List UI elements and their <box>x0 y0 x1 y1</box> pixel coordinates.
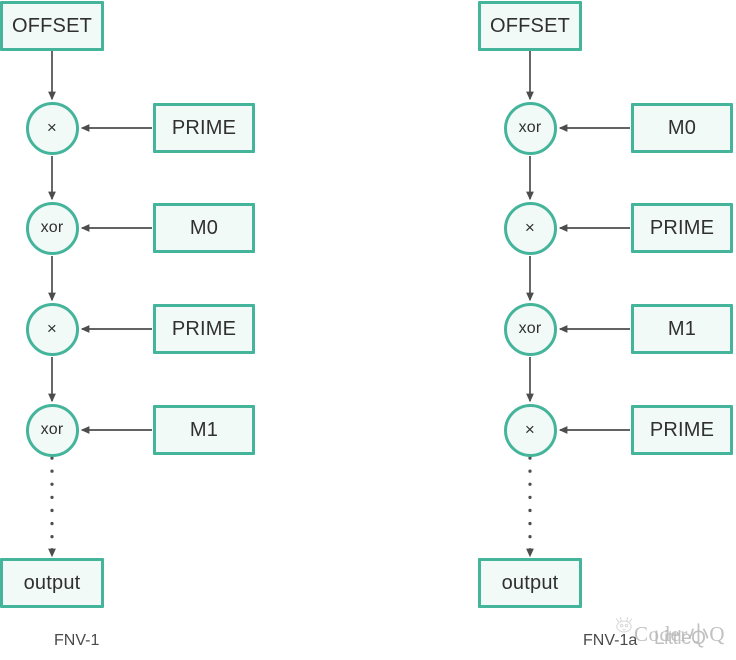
watermark-logo-icon <box>615 616 633 633</box>
fnv-1-operand-3-box: PRIME <box>153 304 255 354</box>
fnv-1a-operand-3-box: M1 <box>631 304 733 354</box>
watermark-brand-text: Coder小Q <box>634 622 725 646</box>
fnv-1a-caption: FNV-1a <box>583 632 638 649</box>
fnv-1-operand-2-box: M0 <box>153 203 255 253</box>
watermark-handle-text: LittleQ <box>654 628 706 649</box>
fnv-1a-op-3-op-node: xor <box>503 302 557 356</box>
fnv-1a-operand-2-box: PRIME <box>631 203 733 253</box>
fnv-1-operand-4-box: M1 <box>153 405 255 455</box>
fnv-1-op-1-op-node: × <box>25 101 79 155</box>
fnv-1a-output-box: output <box>478 558 582 608</box>
fnv-1a-operand-4-box: PRIME <box>631 405 733 455</box>
fnv-1a-op-4-op-node: × <box>503 403 557 457</box>
fnv-1-caption: FNV-1 <box>54 632 100 649</box>
fnv-1-op-4-op-node: xor <box>25 403 79 457</box>
fnv-1-operand-1-box: PRIME <box>153 103 255 153</box>
fnv-1-op-3-op-node: × <box>25 302 79 356</box>
fnv-1-op-2-op-node: xor <box>25 201 79 255</box>
fnv-1-offset-box: OFFSET <box>0 1 104 51</box>
fnv-1a-op-1-op-node: xor <box>503 101 557 155</box>
fnv-1-output-box: output <box>0 558 104 608</box>
fnv-1a-op-2-op-node: × <box>503 201 557 255</box>
fnv-1a-offset-box: OFFSET <box>478 1 582 51</box>
fnv-1a-operand-1-box: M0 <box>631 103 733 153</box>
